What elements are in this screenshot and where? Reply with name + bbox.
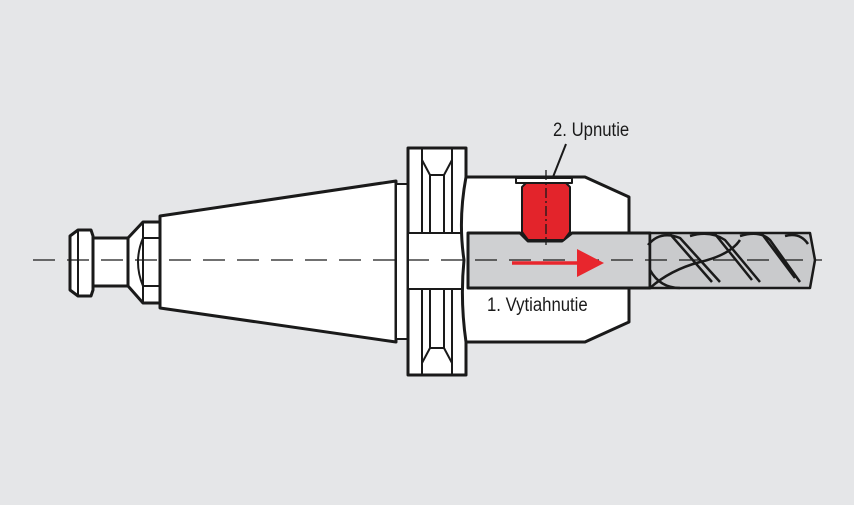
label-clamping: 2. Upnutie xyxy=(553,120,630,141)
flange xyxy=(406,146,468,377)
taper-cone xyxy=(158,179,398,344)
label-pulling: 1. Vytiahnutie xyxy=(487,295,588,316)
leader-line xyxy=(552,143,567,178)
retention-knob xyxy=(68,220,162,305)
pull-arrow xyxy=(512,249,604,277)
